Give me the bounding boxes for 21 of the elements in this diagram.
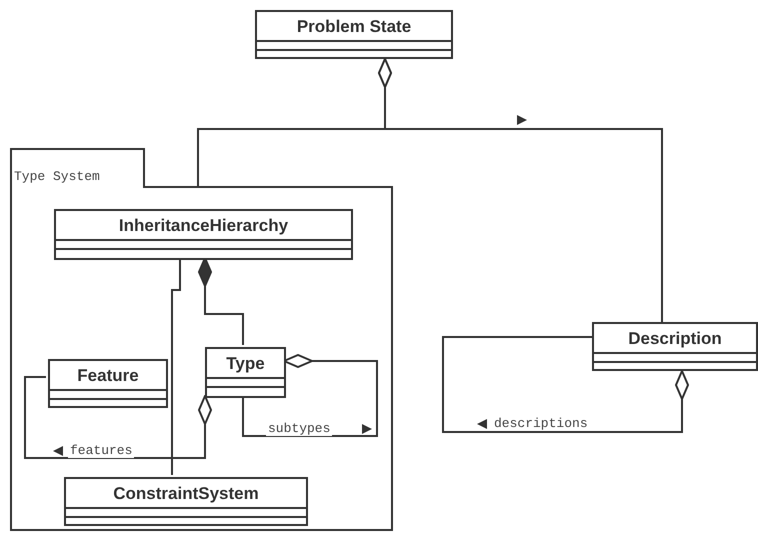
aggregation-connector bbox=[378, 58, 663, 322]
class-name: Type bbox=[225, 353, 266, 375]
class-box bbox=[64, 477, 308, 526]
edge-label: subtypes bbox=[266, 422, 332, 436]
association-line bbox=[171, 258, 181, 475]
package-tab: Type System bbox=[10, 148, 145, 188]
class-name: Problem State bbox=[296, 16, 412, 38]
edge-label: descriptions bbox=[492, 417, 590, 431]
class-name: ConstraintSystem bbox=[112, 483, 260, 505]
class-box bbox=[48, 359, 168, 408]
class-box bbox=[205, 347, 286, 398]
aggregation-connector bbox=[442, 336, 689, 433]
class-name: Feature bbox=[76, 365, 140, 387]
aggregation-connector bbox=[24, 376, 212, 459]
class-name: Description bbox=[627, 328, 723, 350]
class-box bbox=[54, 209, 353, 260]
edge-label: features bbox=[68, 444, 134, 458]
aggregation-connector bbox=[242, 354, 378, 437]
class-box bbox=[592, 322, 758, 371]
class-box bbox=[255, 10, 453, 59]
class-name: InheritanceHierarchy bbox=[118, 215, 290, 237]
